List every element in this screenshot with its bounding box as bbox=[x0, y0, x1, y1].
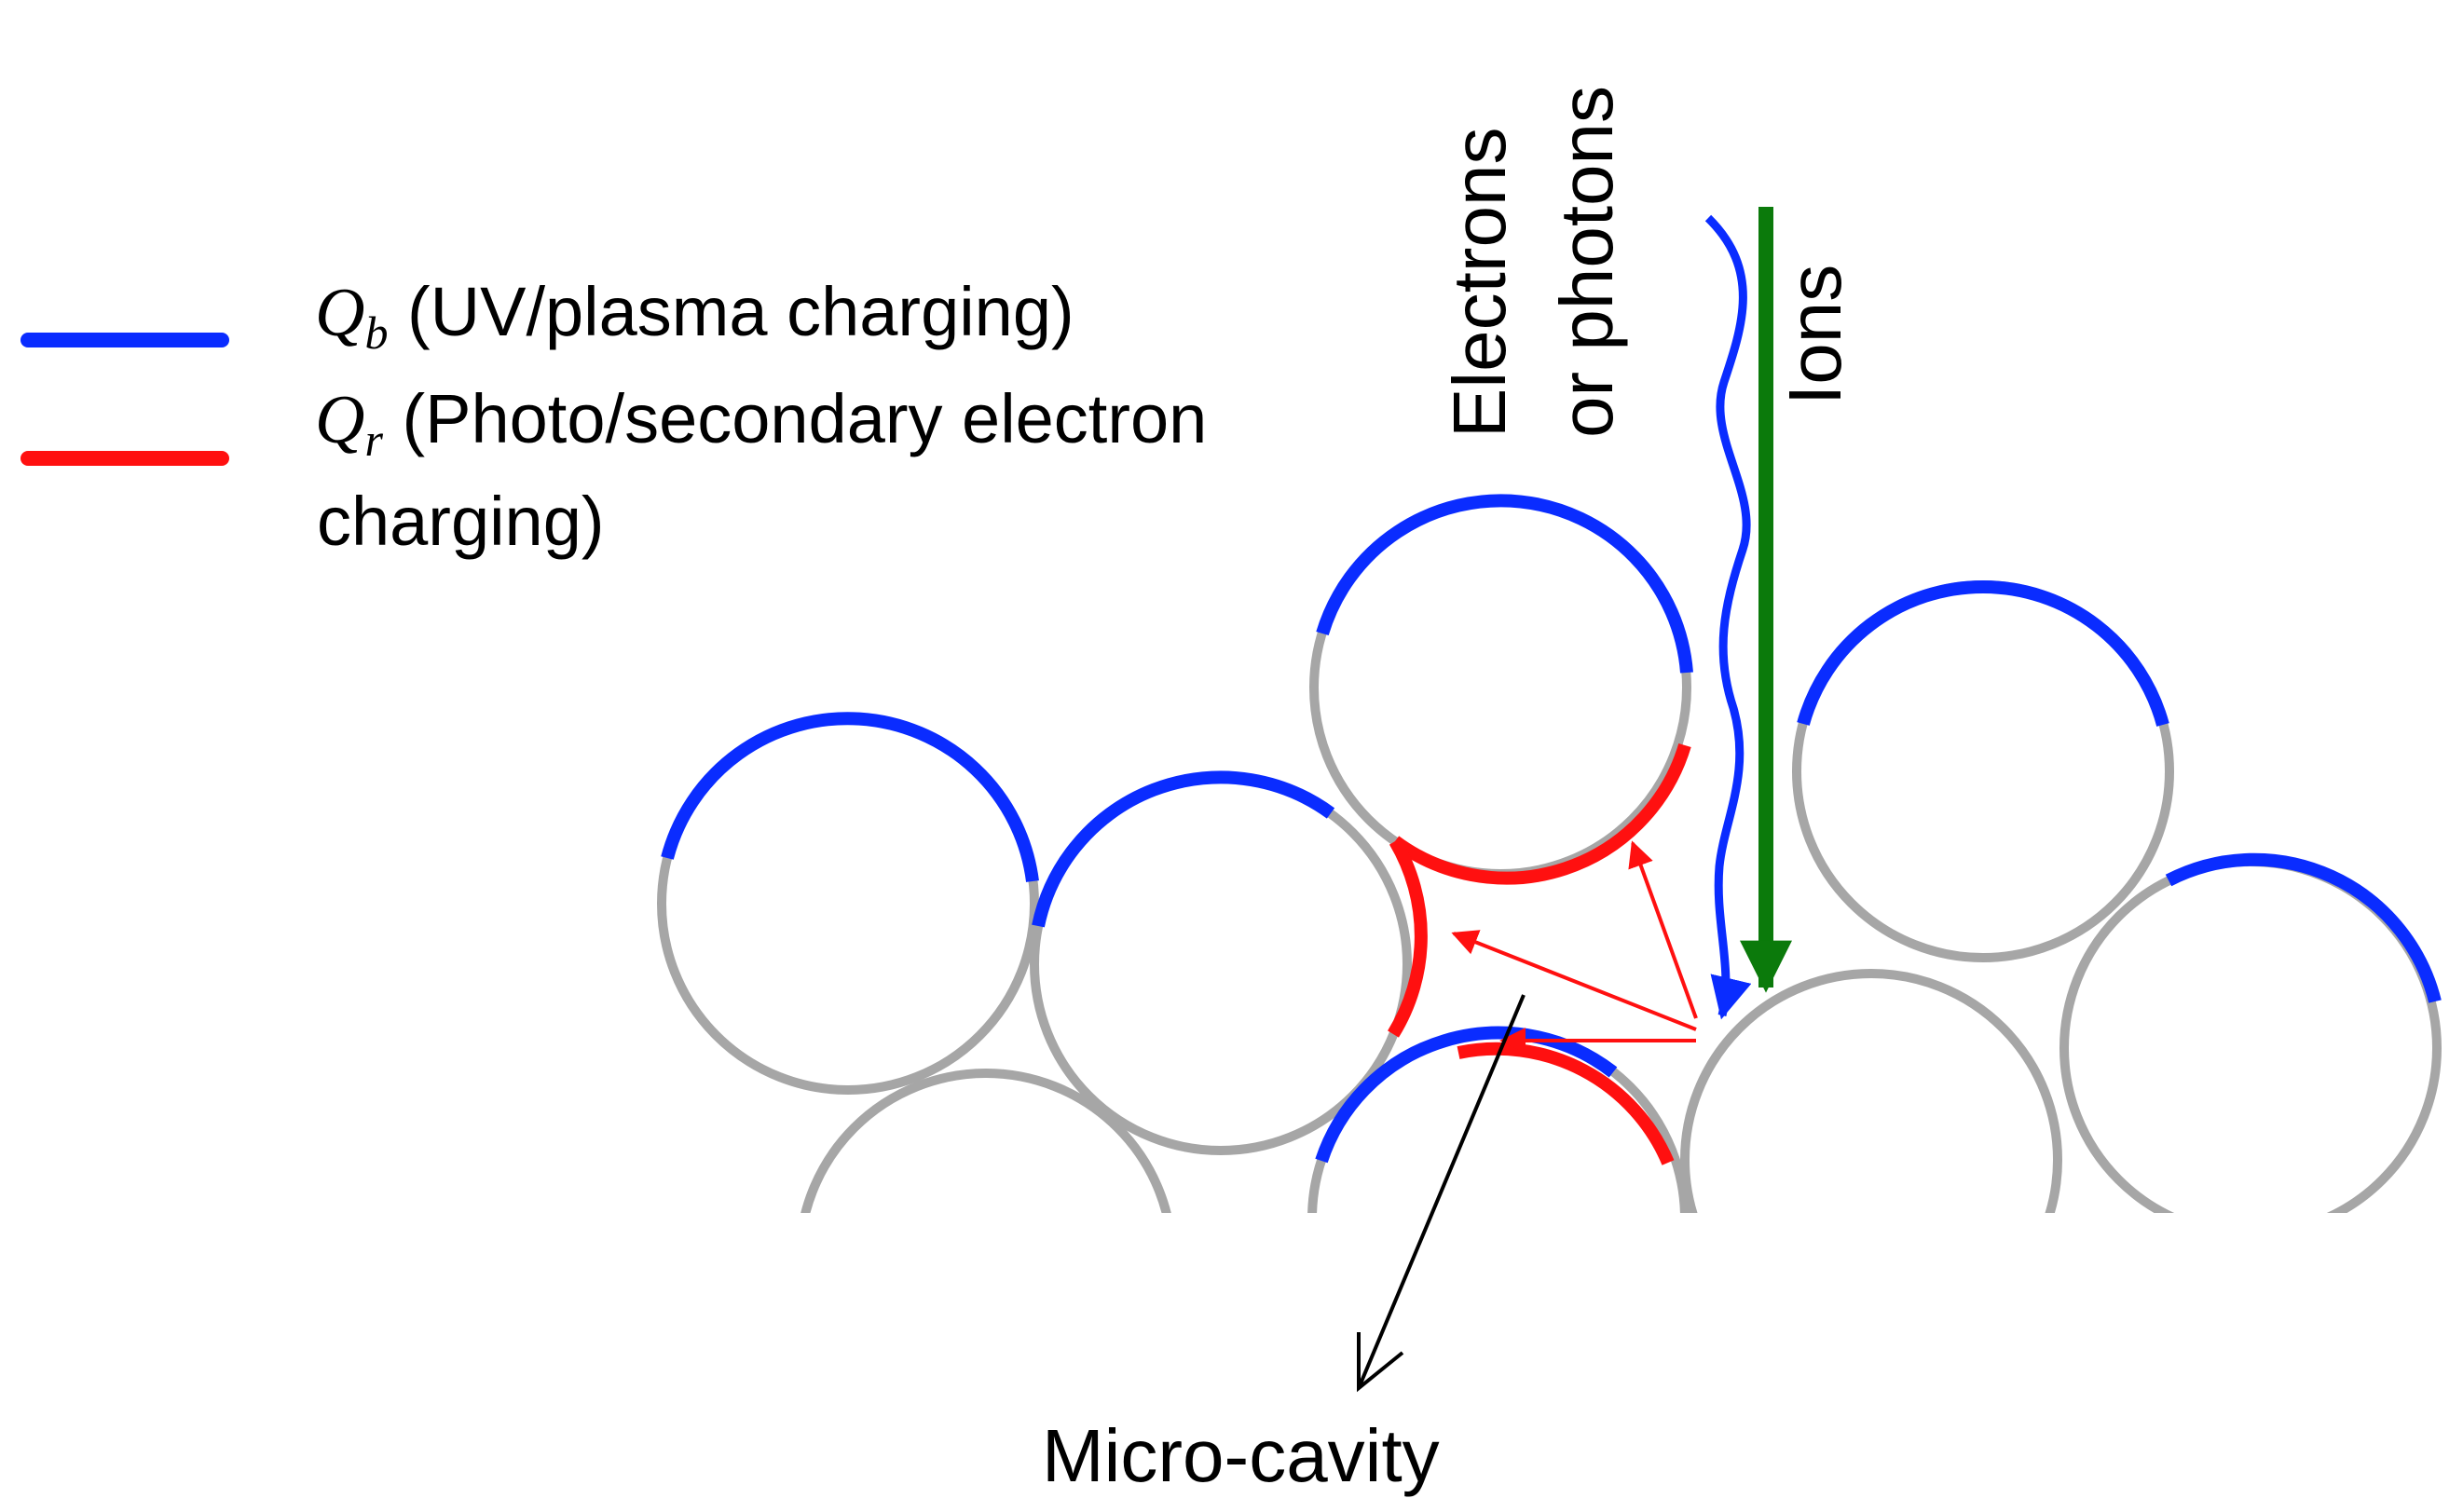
qr-symbol: Q bbox=[315, 382, 364, 458]
particle-bottom-left bbox=[800, 1069, 1171, 1213]
qb-description: (UV/plasma charging) bbox=[388, 273, 1074, 350]
qb-arc-bottom-center bbox=[1315, 1026, 1618, 1164]
electron-photon-wave-arrow bbox=[1704, 214, 1752, 1020]
ions-label: Ions bbox=[1773, 265, 1856, 405]
electrons-label-line1: Electrons bbox=[1438, 128, 1521, 438]
qb-arc-far-right bbox=[2165, 852, 2442, 1003]
qr-subscript: r bbox=[364, 414, 383, 466]
qb-arc-middle-left bbox=[1032, 770, 1335, 928]
qb-subscript: b bbox=[364, 306, 388, 359]
qb-arc-top bbox=[1316, 494, 1693, 674]
particle-layer bbox=[657, 494, 2442, 1213]
emission-arrow-up bbox=[1628, 840, 1698, 1019]
legend-item-qr: Qr (Photo/secondary electron charging) bbox=[21, 380, 1207, 560]
micro-cavity-label: Micro-cavity bbox=[1042, 1414, 1440, 1497]
svg-text:Qb (UV/plasma charging): Qb (UV/plasma charging) bbox=[315, 273, 1074, 359]
svg-text:Qr (Photo/secondary electron: Qr (Photo/secondary electron bbox=[315, 380, 1207, 466]
qb-charge-arcs bbox=[661, 494, 2442, 1164]
qr-description: (Photo/secondary electron bbox=[383, 380, 1207, 457]
micro-cavity-pointer bbox=[1357, 994, 1526, 1393]
particle-bottom-right bbox=[1680, 969, 2062, 1213]
emission-arrow-left bbox=[1451, 930, 1697, 1031]
secondary-emission-arrows bbox=[1451, 840, 1698, 1054]
electrons-label-line2: or photons bbox=[1545, 86, 1628, 438]
qr-arc-bottom-left bbox=[1457, 1042, 1675, 1165]
qb-arc-top-right bbox=[1797, 580, 2169, 727]
legend: Qb (UV/plasma charging) Qr (Photo/second… bbox=[21, 273, 1207, 560]
qr-arc-top bbox=[1390, 742, 1691, 885]
qb-arc-left bbox=[661, 712, 1039, 882]
legend-item-qb: Qb (UV/plasma charging) bbox=[21, 273, 1074, 359]
qr-charge-arcs bbox=[1388, 742, 1691, 1165]
qb-symbol: Q bbox=[315, 275, 364, 351]
qr-arc-middle-left bbox=[1388, 838, 1428, 1038]
qr-description-line2: charging) bbox=[317, 483, 605, 560]
